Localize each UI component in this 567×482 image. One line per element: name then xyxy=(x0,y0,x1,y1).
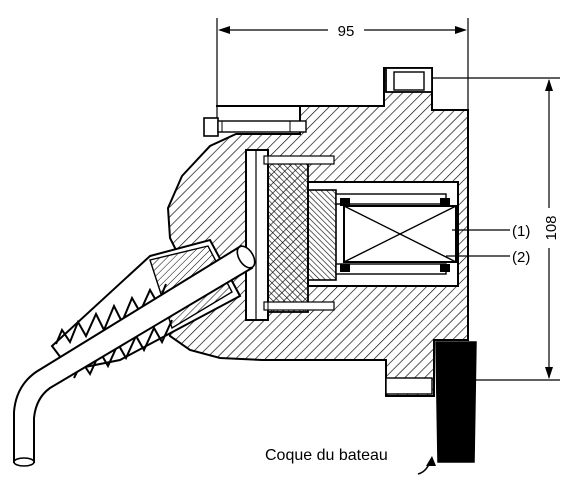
sleeve-bottom-wall xyxy=(335,263,447,275)
thread-top xyxy=(55,283,167,345)
sleeve-flange xyxy=(307,189,337,281)
arrowhead-right xyxy=(455,26,467,34)
screw-bottom xyxy=(263,301,335,311)
dimension-width: 95 xyxy=(216,18,469,118)
dimension-height-label: 108 xyxy=(543,215,560,240)
cable-gland xyxy=(13,238,256,467)
pipe-end xyxy=(236,245,256,269)
dimension-height: 108 xyxy=(432,77,560,381)
hull-label: Coque du bateau xyxy=(265,447,388,464)
callout-1-label: (1) xyxy=(512,223,530,240)
arrowhead-bottom xyxy=(545,367,553,379)
dimension-width-label: 95 xyxy=(338,23,355,40)
bolt-boss-hole xyxy=(393,71,425,91)
element-cross-b xyxy=(343,205,457,263)
seal-block xyxy=(440,264,450,272)
arrowhead-top xyxy=(545,79,553,91)
bolt-shank xyxy=(217,120,307,133)
pipe-outlet xyxy=(13,457,35,467)
hull-annotation: Coque du bateau xyxy=(265,447,436,475)
bolt-boss-bottom xyxy=(385,377,433,395)
callouts: (1) (2) xyxy=(446,223,530,266)
hull-section xyxy=(435,341,477,463)
fixing-bolt xyxy=(203,117,307,137)
bolt-head xyxy=(203,117,219,137)
seal-block xyxy=(340,198,350,206)
dimension-label-bg-vertical xyxy=(540,208,560,248)
dimension-label-bg xyxy=(328,20,364,40)
sensor-assembly xyxy=(307,181,459,287)
hull-arrowhead xyxy=(426,456,436,466)
boat-hull xyxy=(435,341,477,463)
seal-block xyxy=(440,198,450,206)
screw-top xyxy=(263,155,335,165)
arrowhead-left xyxy=(218,26,230,34)
thread-bottom xyxy=(73,319,173,379)
central-cavity xyxy=(245,149,335,321)
seal-block xyxy=(340,264,350,272)
sleeve-top-wall xyxy=(335,193,447,205)
window-plate xyxy=(245,149,269,321)
callout-2-label: (2) xyxy=(512,249,530,266)
clamp-ring xyxy=(267,159,309,313)
